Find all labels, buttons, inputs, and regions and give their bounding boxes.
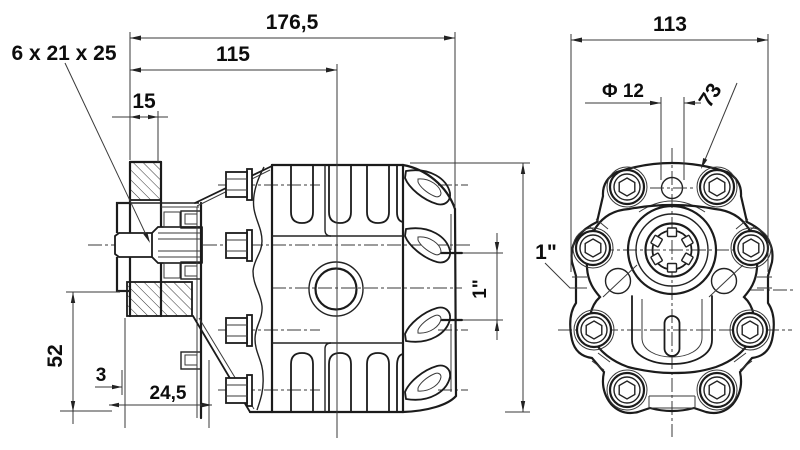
dim-height: 52 [44,344,67,367]
dim-flange-to-body: 24,5 [150,383,187,404]
dim-side-port: 1" [470,279,491,299]
dim-bolt-circle: 73 [695,79,727,111]
dim-flange-thickness: 15 [132,90,156,113]
front-view [558,148,795,437]
flange-bolts [572,166,772,411]
dim-top-hole: Φ 12 [602,81,644,102]
dim-spigot: 3 [96,365,107,386]
dim-front-port: 1" [535,241,557,264]
dim-flange-to-port: 115 [216,43,250,66]
side-view [88,160,470,428]
front-view-dimensions: 113 Φ 12 73 1" [535,13,769,289]
spline-label: 6 x 21 x 25 [11,42,116,65]
dim-front-width: 113 [653,13,687,36]
dim-total-length: 176,5 [266,11,319,34]
side-view-dimensions: 176,5 115 15 6 x 21 x 25 52 3 24,5 [11,11,530,438]
